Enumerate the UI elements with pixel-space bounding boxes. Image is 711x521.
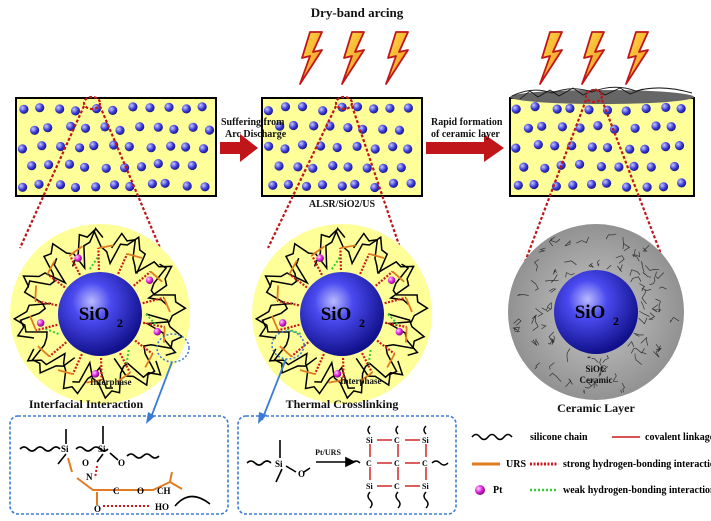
zoom-ellipse-middle — [271, 330, 305, 360]
svg-text:O: O — [82, 458, 89, 468]
ceramic-cracks — [512, 233, 680, 394]
legend-silicone-chain-label: silicone chain — [530, 432, 588, 443]
legend-silicone-chain-icon — [471, 433, 513, 441]
svg-text:Si: Si — [98, 444, 106, 454]
lightning-bolt-icons — [299, 31, 649, 85]
arrow-rapid-formation — [426, 134, 504, 162]
ceramic-label-line2: Ceramic — [580, 375, 613, 385]
legend-covalent-linkage-label: covalent linkage — [645, 432, 711, 443]
section-title-right: Ceramic Layer — [557, 401, 635, 415]
svg-text:2: 2 — [117, 316, 123, 330]
title-text: Dry-band arcing — [311, 5, 404, 20]
interphase-label-middle: Interphase — [340, 376, 382, 386]
mechanism-box-middle — [237, 415, 457, 515]
svg-text:SiO: SiO — [79, 304, 110, 325]
sio2-label-left: SiO 2 — [79, 304, 123, 330]
svg-text:O: O — [137, 486, 144, 496]
svg-text:CH: CH — [157, 486, 171, 496]
svg-text:C: C — [394, 436, 400, 445]
sio2-label-right: SiO 2 — [575, 302, 619, 328]
arrow2-line2: of ceramic layer — [431, 129, 500, 140]
svg-text:C: C — [113, 486, 120, 496]
svg-text:Si: Si — [366, 482, 373, 491]
sio2-sphere-left — [58, 272, 142, 356]
svg-text:C: C — [394, 482, 400, 491]
section-title-left: Interfacial Interaction — [29, 397, 144, 411]
svg-text:C: C — [422, 459, 428, 468]
svg-text:O: O — [94, 504, 101, 514]
svg-text:C: C — [366, 459, 372, 468]
panel-label-middle: ALSR/SiO2/US — [309, 199, 376, 210]
arrow1-line2: Arc Discharge — [225, 129, 287, 140]
svg-text:SiO: SiO — [321, 304, 352, 325]
sio2-sphere-middle — [300, 272, 384, 356]
sio2-sphere-right — [554, 270, 638, 354]
legend-weak-hb-label: weak hydrogen-bonding interaction — [563, 485, 711, 496]
svg-text:Si: Si — [422, 436, 429, 445]
legend-urs-label: URS — [506, 459, 526, 470]
pt-urs-label: Pt/URS — [315, 448, 341, 457]
sio2-label-middle: SiO 2 — [321, 304, 365, 330]
svg-text:2: 2 — [613, 314, 619, 328]
legend: silicone chain covalent linkage URS stro… — [471, 432, 711, 496]
svg-text:C: C — [394, 459, 400, 468]
zoom-arrow-middle — [261, 358, 287, 421]
crosslinking-mechanism — [246, 440, 356, 483]
arrow-suffering-arc — [220, 134, 258, 162]
svg-text:SiO: SiO — [575, 302, 606, 323]
interfacial-atoms: Si Si O O N C O CH O HO — [61, 444, 171, 514]
svg-text:Si: Si — [61, 444, 69, 454]
svg-text:2: 2 — [359, 316, 365, 330]
legend-strong-hb-label: strong hydrogen-bonding interaction — [563, 459, 711, 470]
legend-pt-icon — [475, 485, 485, 495]
zoom-lines — [18, 88, 666, 263]
mechanism-box-left — [9, 415, 229, 515]
crosslinking-atoms-left: Si O — [275, 459, 305, 479]
interphase-label-left: Interphase — [90, 377, 132, 387]
svg-text:N: N — [86, 472, 93, 482]
section-title-middle: Thermal Crosslinking — [286, 397, 399, 411]
svg-text:Si: Si — [422, 482, 429, 491]
ceramic-label-line1: SiOC — [585, 364, 606, 374]
svg-text:HO: HO — [155, 502, 169, 512]
legend-pt-label: Pt — [493, 485, 503, 496]
svg-text:Si: Si — [366, 436, 373, 445]
zoom-arrow-left — [149, 361, 173, 421]
svg-text:O: O — [298, 469, 305, 479]
svg-text:Si: Si — [275, 459, 283, 469]
arrow1-line1: Suffering from — [221, 117, 285, 128]
arrow2-line1: Rapid formation — [431, 117, 503, 128]
interfacial-mechanism — [19, 426, 211, 507]
svg-text:O: O — [118, 458, 125, 468]
zoom-ellipse-left — [156, 333, 190, 363]
